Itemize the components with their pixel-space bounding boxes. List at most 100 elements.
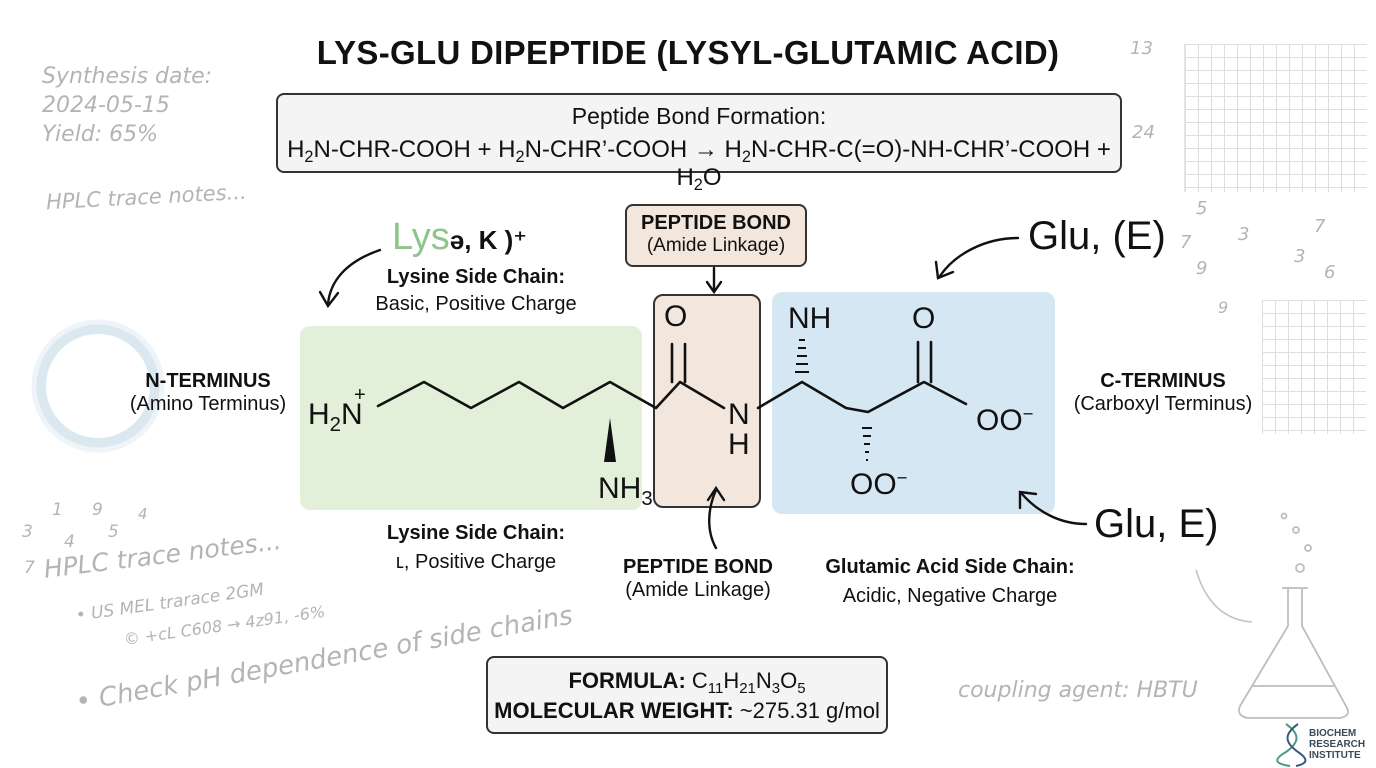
equation-subscript: 2 bbox=[693, 176, 703, 195]
formula-subscript: 5 bbox=[797, 679, 806, 697]
glu-label-top: Glu, (E) bbox=[1028, 214, 1166, 258]
positive-charge: + bbox=[354, 384, 366, 406]
label-desc: (Carboxyl Terminus) bbox=[1073, 393, 1253, 415]
synthesis-notes: Synthesis date: 2024-05-15 Yield: 65% bbox=[42, 62, 212, 149]
scribble-number: 7 bbox=[1180, 232, 1192, 253]
equation-text: H2N-CHR-COOH + H2N-CHR’-COOH → H2N-CHR-C… bbox=[278, 136, 1120, 195]
peptide-bond-label-bottom: PEPTIDE BOND (Amide Linkage) bbox=[596, 556, 800, 602]
negative-charge: − bbox=[1022, 402, 1034, 424]
scribble-number: 24 bbox=[1132, 122, 1155, 143]
peptide-bottom-arrow-head bbox=[706, 485, 726, 502]
peptide-bottom-arrow bbox=[708, 488, 718, 550]
label-desc: ʟ, Positive Charge bbox=[395, 551, 557, 573]
equation-part: N-CHR-COOH + H bbox=[313, 136, 516, 163]
logo-line: RESEARCH bbox=[1309, 739, 1366, 750]
hashed-bond-oo bbox=[862, 427, 872, 461]
equation-subscript: 2 bbox=[515, 148, 525, 167]
dna-logo-icon bbox=[1276, 723, 1307, 767]
n-terminal-amine: H2N bbox=[308, 398, 363, 436]
scribble-number: 5 bbox=[108, 522, 119, 542]
formula-line: FORMULA: C11H21N3O5 bbox=[488, 668, 886, 697]
glu-bottom-arrow-head bbox=[1018, 490, 1038, 510]
scribble-number: 6 bbox=[1324, 262, 1336, 283]
mw-label: MOLECULAR WEIGHT: bbox=[494, 698, 734, 723]
label-title: Lysine Side Chain: bbox=[386, 522, 566, 544]
lys-green-text: Lys bbox=[392, 216, 450, 258]
formula-subscript: 3 bbox=[771, 679, 781, 697]
label-desc: Basic, Positive Charge bbox=[375, 293, 577, 315]
formula-box: FORMULA: C11H21N3O5 MOLECULAR WEIGHT: ~2… bbox=[486, 656, 888, 734]
scribble-number: 1 bbox=[52, 500, 63, 520]
synthesis-date-label: Synthesis date: bbox=[42, 64, 213, 89]
equation-heading: Peptide Bond Formation: bbox=[571, 103, 827, 129]
equation-subscript: 2 bbox=[304, 148, 314, 167]
lys-header: Lysə, K )⁺ bbox=[392, 216, 527, 259]
coffee-stain-ring bbox=[31, 319, 165, 453]
peptide-bond-equation-box: Peptide Bond Formation: H2N-CHR-COOH + H… bbox=[276, 93, 1122, 194]
label-desc: (Amide Linkage) bbox=[625, 579, 771, 601]
graph-paper-grid-bottom bbox=[1262, 300, 1366, 434]
scribble-number: 9 bbox=[92, 500, 103, 520]
wedge-bond bbox=[604, 418, 616, 462]
peptide-top-arrow-head bbox=[705, 280, 723, 295]
lysine-nh3: NH3 bbox=[598, 472, 653, 510]
scribble-number: 9 bbox=[1196, 258, 1208, 279]
sketch-arrow bbox=[1195, 569, 1253, 623]
atom-n: N bbox=[728, 398, 750, 431]
peptide-bond-region bbox=[653, 294, 761, 508]
flask-icon bbox=[1238, 512, 1349, 719]
equation-part: H bbox=[287, 136, 305, 163]
scribble-number: 3 bbox=[1238, 224, 1250, 245]
scribble-number: 4 bbox=[138, 505, 148, 523]
label-title: N-TERMINUS bbox=[145, 370, 271, 392]
biochem-logo: BIOCHEM RESEARCH INSTITUTE bbox=[1309, 728, 1365, 761]
logo-line: BIOCHEM bbox=[1309, 728, 1357, 739]
carboxylate-right: OO− bbox=[976, 402, 1034, 438]
peptide-bond-label-top: PEPTIDE BOND (Amide Linkage) bbox=[625, 204, 807, 267]
scribble-number: 7 bbox=[1314, 216, 1326, 237]
label-title: PEPTIDE BOND bbox=[640, 212, 792, 234]
formula-subscript: 21 bbox=[739, 679, 756, 697]
formula-subscript: 11 bbox=[707, 679, 724, 697]
scribble-number: 13 bbox=[1130, 38, 1153, 59]
acid-oxygen: O bbox=[912, 302, 936, 335]
lys-dark-text: ə, K )⁺ bbox=[449, 225, 528, 255]
scribble-number: 4 bbox=[64, 532, 75, 552]
glu-bottom-arrow bbox=[1020, 492, 1088, 526]
hashed-bond-nh bbox=[795, 339, 809, 373]
carbonyl-oxygen: O bbox=[664, 300, 688, 333]
label-desc: Acidic, Negative Charge bbox=[842, 585, 1058, 607]
label-title: PEPTIDE BOND bbox=[622, 556, 774, 578]
scribble-number: 9 bbox=[1218, 298, 1229, 317]
atom-subscript: 3 bbox=[641, 487, 653, 510]
formula-element: C bbox=[691, 668, 708, 693]
lysine-region bbox=[300, 326, 642, 510]
atom-oo: OO bbox=[850, 468, 897, 501]
molecular-weight-line: MOLECULAR WEIGHT: ~275.31 g/mol bbox=[488, 698, 886, 724]
glu-nh: NH bbox=[788, 302, 832, 335]
glu-label-bottom: Glu, E) bbox=[1094, 502, 1219, 546]
atom-nh: NH bbox=[598, 472, 642, 505]
page-title: LYS-GLU DIPEPTIDE (LYSYL-GLUTAMIC ACID) bbox=[316, 34, 1060, 71]
scribble-number: 7 bbox=[24, 558, 35, 578]
logo-line: INSTITUTE bbox=[1309, 750, 1361, 761]
lysine-side-chain-bottom: Lysine Side Chain: ʟ, Positive Charge bbox=[346, 522, 606, 574]
atom-subscript: 2 bbox=[329, 413, 342, 436]
atom-oo: OO bbox=[976, 404, 1023, 437]
c-terminus-label: C-TERMINUS (Carboxyl Terminus) bbox=[1060, 370, 1266, 416]
glutamic-side-chain-label: Glutamic Acid Side Chain: Acidic, Negati… bbox=[800, 556, 1100, 608]
glu-top-arrow bbox=[938, 236, 1020, 278]
label-title: C-TERMINUS bbox=[1100, 370, 1226, 392]
atom-n: N bbox=[341, 398, 363, 431]
equation-subscript: 2 bbox=[741, 148, 751, 167]
formula-element: O bbox=[780, 668, 798, 693]
lys-arrow-head bbox=[318, 290, 340, 309]
formula-label: FORMULA: bbox=[568, 668, 686, 693]
coupling-agent-note: coupling agent: HBTU bbox=[958, 678, 1198, 703]
scribble-number: 3 bbox=[22, 522, 33, 542]
glu-backbone bbox=[756, 380, 968, 414]
backbone-chain bbox=[376, 380, 726, 410]
equation-part: N-CHR’-COOH → H bbox=[524, 136, 742, 163]
